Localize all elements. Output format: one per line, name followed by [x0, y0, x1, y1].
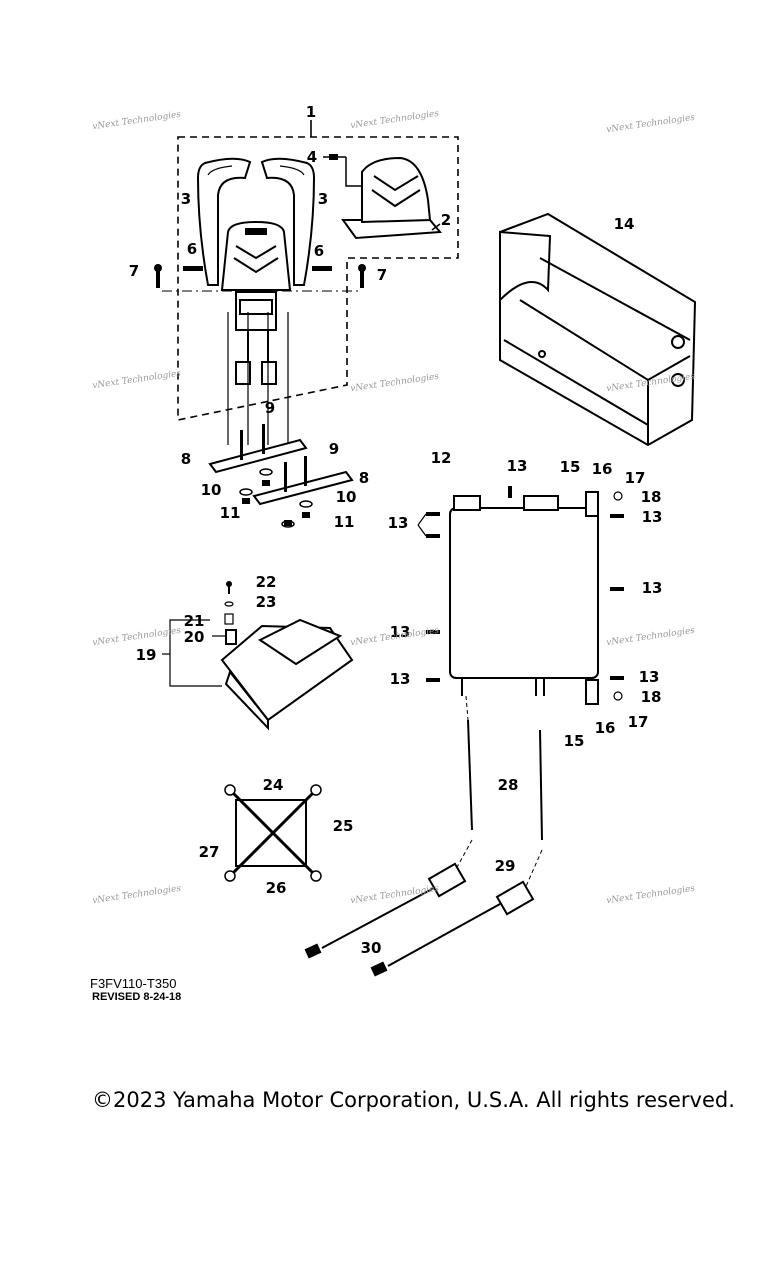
- callout-6-left: 6: [186, 240, 198, 258]
- screw-7-right: [358, 264, 366, 288]
- unit-19: [220, 618, 354, 731]
- washer-23: [224, 601, 234, 607]
- callout-8-lower: 8: [358, 469, 370, 487]
- callout-15-lower: 15: [563, 732, 585, 750]
- callout-17-lower: 17: [627, 713, 649, 731]
- copyright-notice: ©2023 Yamaha Motor Corporation, U.S.A. A…: [92, 1088, 735, 1112]
- callout-9-upper: 9: [264, 399, 276, 417]
- callout-21: 21: [183, 612, 205, 630]
- callout-27: 27: [198, 843, 220, 861]
- screw-6-right: [312, 266, 332, 271]
- callout-17-upper: 17: [624, 469, 646, 487]
- remote-control-body: [220, 220, 292, 385]
- callout-18-lower: 18: [640, 688, 662, 706]
- callout-12: 12: [430, 449, 452, 467]
- callout-24: 24: [262, 776, 284, 794]
- callout-4: 4: [306, 148, 318, 166]
- screw-7-left: [154, 264, 162, 288]
- couplers-29: [427, 862, 535, 916]
- bracket-14: [499, 212, 697, 447]
- assembly-boundary: [177, 136, 459, 421]
- callout-13-right-upper: 13: [641, 508, 663, 526]
- fasteners-17-18: [613, 491, 623, 701]
- screw-22: [226, 581, 232, 594]
- screw-6-left: [183, 266, 203, 271]
- housing-part-2: [341, 156, 443, 240]
- callout-30: 30: [360, 939, 382, 957]
- callout-6-right: 6: [313, 242, 325, 260]
- screws-13: [426, 486, 624, 682]
- callout-7-right: 7: [376, 266, 388, 284]
- callout-26: 26: [265, 879, 287, 897]
- callout-19: 19: [135, 646, 157, 664]
- callout-13-left-upper: 13: [387, 514, 409, 532]
- nuts-11: [242, 480, 310, 526]
- callout-29: 29: [494, 857, 516, 875]
- callout-16-upper: 16: [591, 460, 613, 478]
- callout-11-left: 11: [219, 504, 241, 522]
- callout-3-right: 3: [317, 190, 329, 208]
- callout-13-left-lower: 13: [389, 670, 411, 688]
- side-cover-right: [260, 157, 316, 286]
- callout-25: 25: [332, 817, 354, 835]
- callout-18-upper: 18: [640, 488, 662, 506]
- callout-3-left: 3: [180, 190, 192, 208]
- callout-28: 28: [497, 776, 519, 794]
- callout-8-upper: 8: [180, 450, 192, 468]
- callout-22: 22: [255, 573, 277, 591]
- callout-11-right: 11: [333, 513, 355, 531]
- callout-9-lower: 9: [328, 440, 340, 458]
- callout-10-right: 10: [335, 488, 357, 506]
- bolts-9: [240, 424, 307, 492]
- callout-2: 2: [440, 211, 452, 229]
- collar-21: [224, 613, 234, 625]
- leads-30: [321, 887, 501, 967]
- callout-1: 1: [305, 103, 317, 121]
- revision-note: REVISED 8-24-18: [92, 991, 182, 1003]
- callout-7-left: 7: [128, 262, 140, 280]
- side-cover-left: [196, 157, 252, 286]
- diagram-code: F3FV110-T350: [90, 976, 177, 991]
- callout-23: 23: [255, 593, 277, 611]
- callout-13-right-mid: 13: [641, 579, 663, 597]
- callout-16-lower: 16: [594, 719, 616, 737]
- callout-14: 14: [613, 215, 635, 233]
- callout-13-left-mid: 13: [389, 623, 411, 641]
- callout-10-left: 10: [200, 481, 222, 499]
- plate-8-upper: [208, 438, 308, 474]
- stays-25: [228, 788, 318, 878]
- callout-13-top: 13: [506, 457, 528, 475]
- plate-8-lower: [252, 470, 354, 506]
- callout-13-right-lower: 13: [638, 668, 660, 686]
- control-box-12: [449, 491, 599, 705]
- callout-20: 20: [183, 628, 205, 646]
- callout-15-upper: 15: [559, 458, 581, 476]
- cables-28: [467, 719, 543, 841]
- dampers-26: [224, 784, 322, 882]
- screw-4: [329, 154, 338, 160]
